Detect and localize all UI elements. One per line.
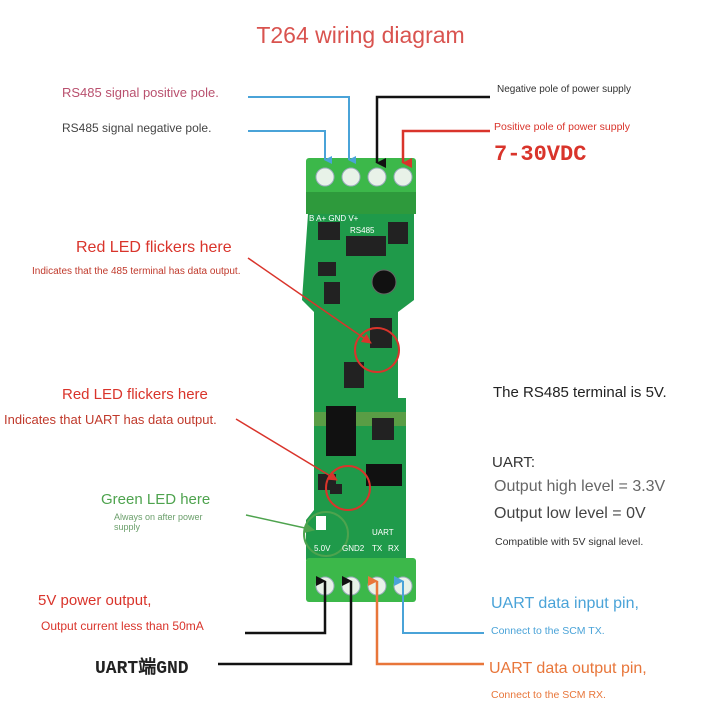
- rs485-chip: [346, 236, 386, 256]
- led-green-highlight-circle: [303, 511, 349, 557]
- arrow-power-positive: [401, 129, 490, 168]
- terminal-screw: [393, 167, 413, 187]
- label-led-485-note: Indicates that the 485 terminal has data…: [32, 266, 241, 277]
- arrow-power-negative: [375, 95, 490, 168]
- upper-pcb: [302, 214, 414, 398]
- label-uart-input-pin: UART data input pin,: [491, 595, 639, 612]
- label-output-high: Output high level = 3.3V: [494, 478, 666, 495]
- label-rs485-level: The RS485 terminal is 5V.: [493, 384, 667, 401]
- board-top-pin-labels: B A+ GND V+: [309, 214, 359, 223]
- label-output-low: Output low level = 0V: [494, 505, 646, 522]
- label-power-positive: Positive pole of power supply: [494, 121, 630, 133]
- led-485-highlight-circle: [354, 327, 400, 373]
- terminal-screw: [367, 167, 387, 187]
- arrow-rs485-positive: [248, 96, 356, 164]
- arrow-uart-input: [394, 576, 484, 634]
- board-uart-label: UART: [372, 528, 394, 537]
- label-rs485-negative: RS485 signal negative pole.: [62, 121, 212, 135]
- label-led-485-heading: Red LED flickers here: [76, 239, 232, 256]
- arrow-uart-output: [368, 576, 484, 666]
- chip: [318, 222, 340, 240]
- terminal-screw: [341, 167, 361, 187]
- chip: [366, 464, 402, 486]
- capacitor: [371, 269, 397, 295]
- label-uart-heading: UART:: [492, 454, 536, 471]
- pcb-board: [302, 158, 416, 602]
- arrow-uart-gnd: [218, 576, 353, 666]
- arrow-led-485: [247, 257, 372, 344]
- label-uart-output-pin: UART data output pin,: [489, 660, 647, 677]
- label-power-negative: Negative pole of power supply: [497, 84, 631, 95]
- chip: [388, 222, 408, 244]
- board-tx-label: TX: [372, 544, 383, 553]
- label-led-green-note-2: supply: [114, 522, 141, 532]
- label-led-uart-note: Indicates that UART has data output.: [4, 412, 217, 427]
- label-voltage: 7-30VDC: [494, 142, 587, 167]
- arrow-rs485-negative: [248, 130, 332, 164]
- arrow-5v-output: [245, 576, 327, 635]
- arrow-led-green: [245, 514, 315, 533]
- label-rs485-positive: RS485 signal positive pole.: [62, 85, 219, 100]
- label-current-note: Output current less than 50mA: [41, 619, 204, 633]
- arrow-led-uart: [235, 418, 338, 481]
- board-5v-label: 5.0V: [314, 544, 331, 553]
- led-uart-highlight-circle: [325, 465, 371, 511]
- label-led-green-heading: Green LED here: [101, 491, 211, 508]
- board-gnd-label: GND2: [342, 544, 365, 553]
- chip: [326, 406, 356, 456]
- lower-pcb: [306, 446, 406, 560]
- label-uart-gnd: UART端GND: [95, 659, 189, 679]
- board-rx-label: RX: [388, 544, 400, 553]
- label-uart-input-note: Connect to the SCM TX.: [491, 625, 605, 637]
- board-rs485-label: RS485: [350, 226, 375, 235]
- label-5v-output: 5V power output,: [38, 592, 152, 609]
- label-led-uart-heading: Red LED flickers here: [62, 386, 208, 403]
- terminal-screw: [315, 167, 335, 187]
- diagram-title: T264 wiring diagram: [256, 22, 465, 48]
- label-compatible: Compatible with 5V signal level.: [495, 536, 644, 548]
- bottom-terminal-block: [306, 558, 416, 602]
- label-uart-output-note: Connect to the SCM RX.: [491, 689, 606, 701]
- label-led-green-note-1: Always on after power: [114, 512, 203, 522]
